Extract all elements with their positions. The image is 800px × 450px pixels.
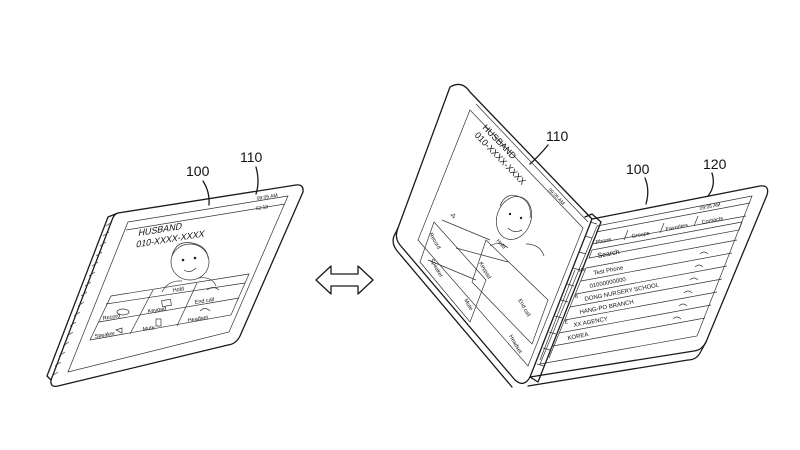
folded-control-end-call: End call: [194, 297, 214, 306]
left-screen-keypad: Keypad: [477, 261, 492, 280]
ref-first-display-left: 110: [240, 149, 263, 165]
unfolded-controls-grid: [419, 219, 549, 345]
index-letter-b: B: [574, 293, 579, 300]
folded-control-mute: Mute: [142, 325, 155, 333]
contact-call-icons: [672, 251, 709, 320]
hinge-hatching: [51, 221, 113, 377]
right-screen-search: Search: [597, 249, 620, 260]
left-screen-hold: Hold: [495, 238, 507, 250]
folded-controls-grid: [89, 273, 250, 341]
tab-contacts: Contacts: [701, 216, 724, 226]
tab-favorites: Favorites: [665, 223, 689, 233]
left-screen-record: Record: [427, 232, 441, 250]
left-screen-speaker: Speaker: [428, 258, 444, 279]
unfolded-device: 09:05 AM HUSBAND 010-XXXX-XXXX ⁂ Hold Re…: [392, 83, 769, 388]
ref-device-right: 100: [626, 161, 650, 177]
contact-row-6: KOREA: [567, 332, 589, 342]
folded-control-speaker: Speaker: [94, 331, 115, 340]
index-letter-e: E: [564, 319, 569, 326]
left-screen-status: 09:05 AM: [547, 187, 566, 206]
right-screen-status: 09:05 AM: [699, 202, 721, 212]
ref-first-display-right: 110: [546, 128, 569, 144]
right-screen-tabs: [591, 215, 747, 245]
folded-time-text: 02:18: [255, 204, 269, 212]
left-screen-icon-label: ⁂: [449, 212, 457, 220]
double-arrow-icon: [315, 265, 374, 295]
contact-list: [539, 239, 738, 361]
unfolded-avatar: [489, 195, 545, 257]
folded-status-text: 09:05 AM: [256, 193, 278, 202]
tab-phone: Phone: [595, 237, 612, 246]
folded-device: 09:05 AM 02:18 HUSBAND 010-XXXX-XXXX Hol…: [46, 184, 304, 388]
tab-groups: Groups: [631, 231, 650, 240]
folded-hold-label: Hold: [172, 286, 184, 294]
left-screen-mute: Mute: [462, 298, 473, 312]
folded-control-record: Record: [102, 313, 120, 322]
left-screen-end-call: End call: [516, 298, 531, 318]
contact-row-1: Test Phone: [593, 265, 624, 277]
ref-device-left: 100: [186, 163, 210, 179]
folded-control-keypad: Keypad: [147, 306, 166, 315]
folded-avatar: [161, 242, 217, 293]
folded-control-headset: Headset: [187, 315, 209, 324]
index-letter-me: Me: [578, 267, 586, 274]
ref-second-display-right: 120: [703, 156, 727, 172]
